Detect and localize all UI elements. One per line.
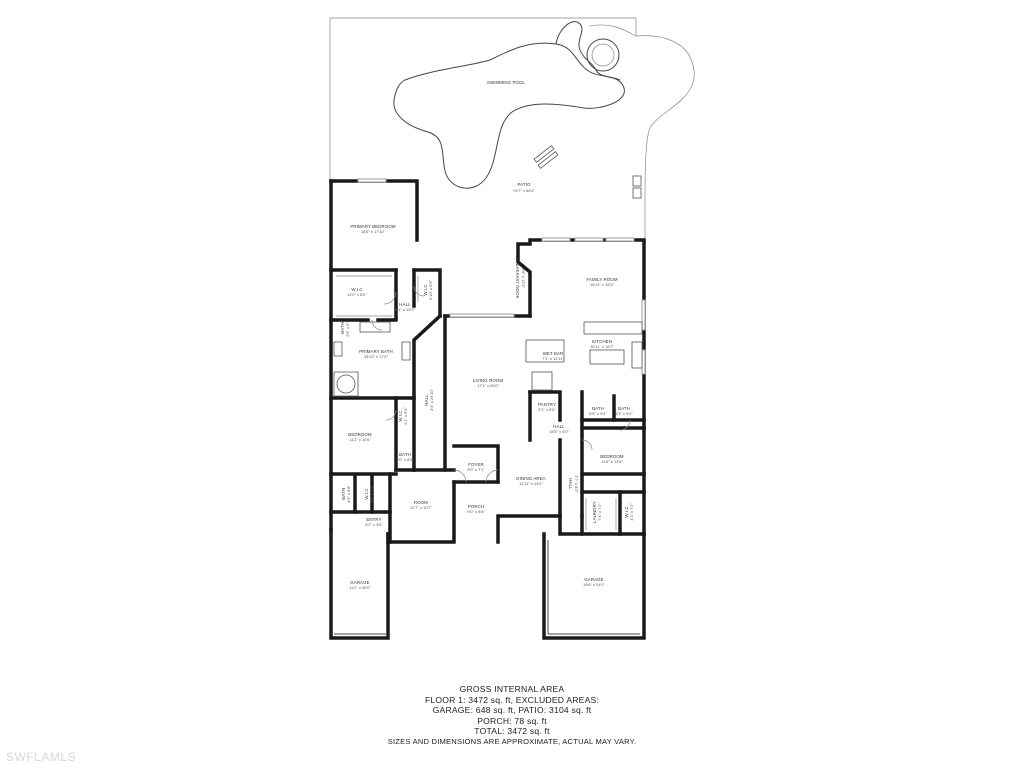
dims-garage-right: 19'6" x 24'1": [583, 582, 606, 587]
label-garage-left: GARAGE: [350, 580, 369, 585]
label-wic-left: W.I.C: [398, 410, 403, 421]
label-wic-lower: W.I.C: [364, 488, 369, 499]
area-excluded: GARAGE: 648 sq. ft, PATIO: 3104 sq. ft: [432, 705, 592, 716]
patio-sliders: [357, 178, 646, 375]
area-floor1: FLOOR 1: 3472 sq. ft, EXCLUDED AREAS:: [424, 694, 600, 705]
interior-walls: [329, 268, 646, 544]
closet-rods: [336, 275, 617, 530]
dims-porch: 9'0" x 8'8": [467, 509, 485, 514]
patio-label: PATIO: [517, 182, 531, 187]
dims-bath-small-left: 5'6" x 6'1": [345, 319, 350, 337]
room-labels: PRIMARY BEDROOM 16'6" x 17'10" W.I.C 11'…: [340, 224, 634, 590]
area-summary: GROSS INTERNAL AREA FLOOR 1: 3472 sq. ft…: [380, 684, 644, 748]
dims-dining-area: 11'11" x 14'0": [519, 481, 543, 486]
dims-breakfast-nook: 8'8" x 13'3": [521, 268, 526, 288]
label-wic: W.I.C: [351, 287, 362, 292]
area-title: GROSS INTERNAL AREA: [459, 684, 565, 694]
dims-bath-left: 5'0" x 8'0": [396, 457, 414, 462]
lounge-chairs-icon: [533, 145, 559, 169]
pool-label: SWIMMING POOL: [487, 80, 526, 85]
label-hall-right: HALL: [568, 478, 573, 490]
label-bath-lower-left: BATH: [341, 488, 346, 500]
label-entry: ENTRY: [366, 517, 381, 522]
dims-laundry: 7'4" x 7'2": [597, 503, 602, 521]
garage-doors: [334, 540, 640, 635]
label-hall-primary: HALL: [399, 302, 411, 307]
dims-entry: 5'2" x 3'8": [365, 522, 383, 527]
dims-wet-bar: 7'1" x 12'11": [542, 356, 564, 361]
patio-dims: 74'7" x 66'4": [513, 188, 536, 193]
label-bath-left: BATH: [399, 452, 411, 457]
patio-boundary: [329, 17, 695, 241]
dims-family-room: 15'11" x 15'3": [590, 282, 614, 287]
swimming-pool: SWIMMING POOL: [393, 21, 625, 189]
label-bedroom-right: BEDROOM: [600, 454, 624, 459]
area-total: TOTAL: 3472 sq. ft: [474, 726, 550, 737]
label-bath-right-b: BATH: [618, 406, 630, 411]
label-bedroom-left: BEDROOM: [348, 432, 372, 437]
watermark: SWFLAMLS: [6, 750, 77, 764]
dims-hall-vertical: 4'4" x 26'10": [429, 388, 434, 411]
dims-wic-left: 5'1" x 6'3": [403, 407, 408, 425]
dims-bath-right-b: 5'1" x 9'4": [615, 411, 633, 416]
dims-primary-bedroom: 16'6" x 17'10": [361, 229, 386, 234]
label-kitchen: KITCHEN: [592, 339, 612, 344]
dims-wic: 11'0" x 6'0": [347, 292, 367, 297]
dims-bath-lower-left: 4'6" x 8'8": [346, 485, 351, 503]
label-living-room: LIVING ROOM: [473, 378, 504, 383]
label-bath-right-a: BATH: [592, 406, 604, 411]
label-garage-right: GARAGE: [584, 577, 603, 582]
label-wic-right: W.I.C: [624, 506, 629, 517]
dims-foyer: 9'0" x 7'1": [467, 467, 485, 472]
dims-hall-right: 3'7" x 8'2": [574, 475, 579, 493]
dims-pantry: 5'1" x 6'0": [538, 407, 556, 412]
dims-primary-bath: 15'10" x 17'2": [364, 354, 389, 359]
label-pantry: PANTRY: [538, 402, 556, 407]
outdoor-grill-icon: [632, 175, 642, 199]
label-wic-small: W.I.C: [423, 284, 428, 295]
area-porch: PORCH: 78 sq. ft: [477, 715, 547, 726]
label-foyer: FOYER: [468, 462, 484, 467]
label-hall-vertical: HALL: [424, 394, 429, 406]
dims-living-room: 17'1" x 26'0": [477, 383, 500, 388]
dims-wic-lower: 3'4" x 5'1": [369, 485, 374, 503]
dims-bath-right-a: 6'6" x 9'4": [589, 411, 607, 416]
label-family-room: FAMILY ROOM: [586, 277, 617, 282]
dims-wic-right: 4'1" x 7'2": [629, 503, 634, 521]
dims-bedroom-right: 11'6" x 13'6": [601, 459, 623, 464]
dims-garage-left: 11'2" x 20'0": [349, 585, 371, 590]
dims-wic-small: 6'10" x 5'6": [428, 280, 433, 300]
label-room: ROOM: [414, 500, 428, 505]
label-laundry: LAUNDRY: [592, 501, 597, 523]
dims-bedroom-left: 11'2" x 10'6": [349, 437, 371, 442]
area-disclaimer: SIZES AND DIMENSIONS ARE APPROXIMATE, AC…: [387, 736, 637, 746]
door-swings: [371, 285, 631, 483]
kitchen-fixtures: [525, 321, 643, 391]
label-hall-main: HALL: [553, 424, 565, 429]
label-wet-bar: WET BAR: [543, 351, 564, 356]
label-dining-area: DINING AREA: [516, 476, 545, 481]
label-breakfast-nook: BREAKFAST NOOK: [515, 257, 520, 298]
dims-kitchen: 15'11" x 16'7": [590, 344, 614, 349]
dims-room: 12'7" x 10'7": [410, 505, 433, 510]
label-bath-small-left: BATH: [340, 322, 345, 334]
dims-hall-main: 15'5" x 6'0": [549, 429, 569, 434]
label-porch: PORCH: [468, 504, 484, 509]
label-primary-bedroom: PRIMARY BEDROOM: [350, 224, 395, 229]
label-primary-bath: PRIMARY BATH: [359, 349, 393, 354]
dims-hall-primary: 8'1" x 10'0": [395, 307, 415, 312]
